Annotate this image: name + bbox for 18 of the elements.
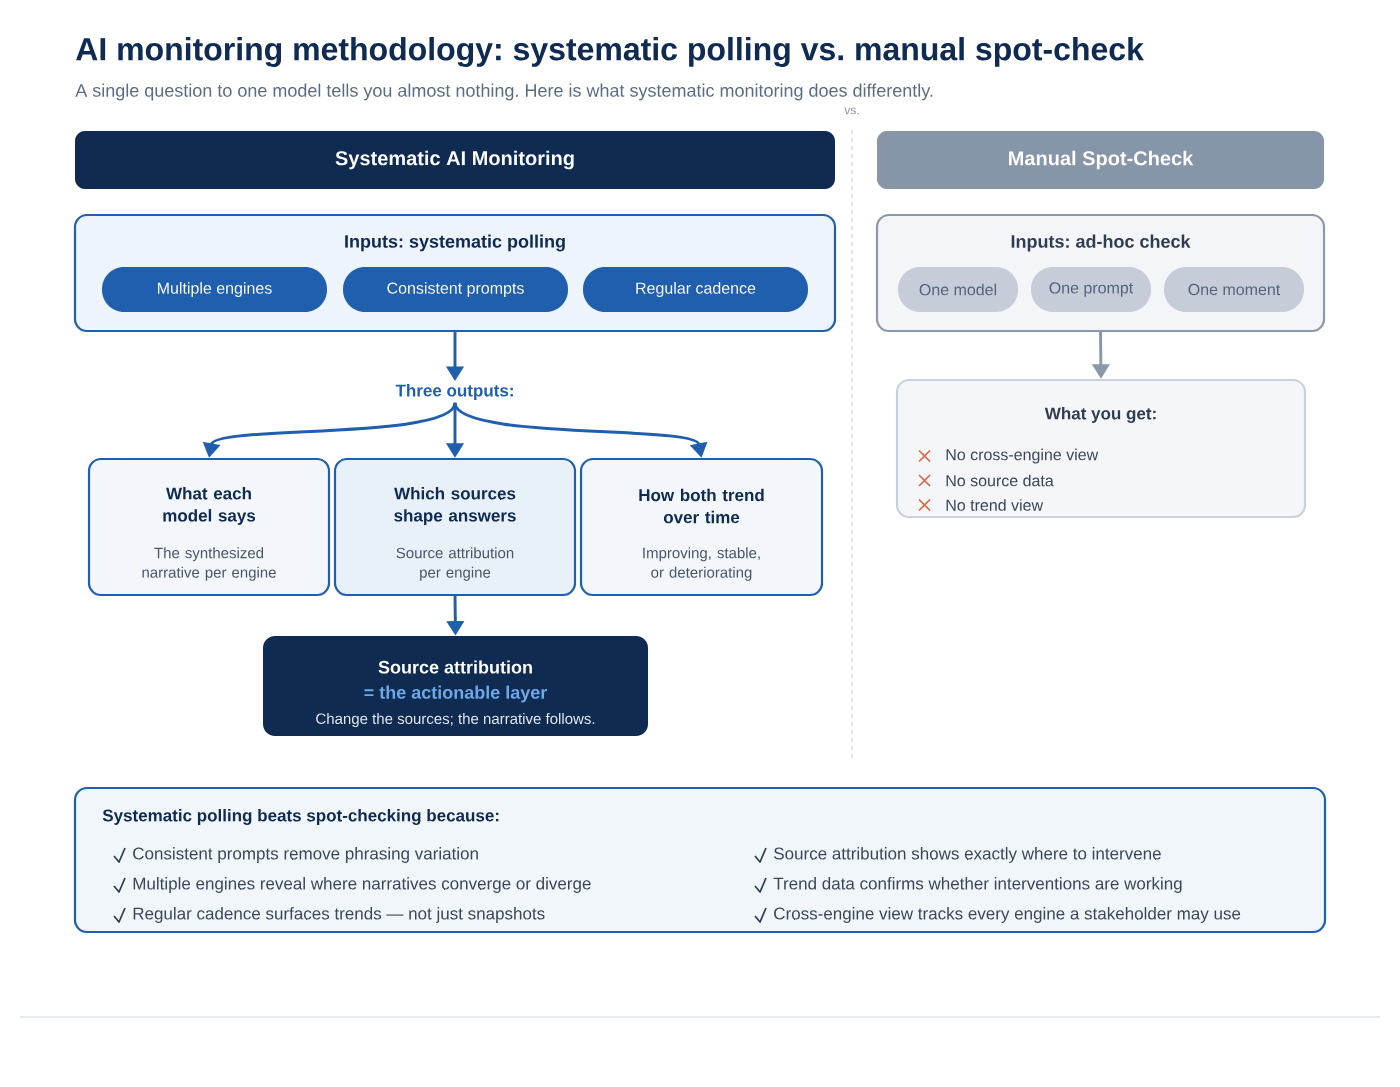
output-box: What each model says The synthesized narrative per engine <box>87 457 331 597</box>
summary-box: Systematic polling beats spot-checking because: Consistent prompts remove phrasing variation Multiple engines reveal where narratives converge or diverge Regular cadence surfaces trends — not just snapshots Source attribution shows exactly where to intervene Trend data confirms whether interventions are working Cross-engine view tracks every engine a stakeholder may use <box>73 786 1327 934</box>
output-box: How both trend over time Improving, stable, or deteriorating <box>579 457 824 597</box>
input-pill: One prompt <box>1031 267 1151 312</box>
input-pill: Multiple engines <box>102 267 327 312</box>
input-pill: One model <box>898 267 1018 312</box>
input-pill: Regular cadence <box>583 267 808 312</box>
result-box: What you get: No cross-engine view No source data No trend view <box>895 378 1307 519</box>
subtitle: A single question to one model tells you almost nothing. Here is what systematic monitoring does differently. <box>75 83 933 101</box>
separator-label: vs. <box>844 107 859 115</box>
header-bar: Manual Spot-Check <box>877 131 1324 189</box>
section-label: Three outputs: <box>395 384 513 400</box>
header-bar: Systematic AI Monitoring <box>75 131 835 189</box>
result-box: Source attribution = the actionable layer Change the sources; the narrative follows. <box>263 636 648 736</box>
title: AI monitoring methodology: systematic polling vs. manual spot-check <box>76 37 1144 67</box>
input-pill: One moment <box>1164 267 1304 312</box>
output-box: Which sources shape answers Source attribution per engine <box>333 457 577 597</box>
input-pill: Consistent prompts <box>343 267 568 312</box>
